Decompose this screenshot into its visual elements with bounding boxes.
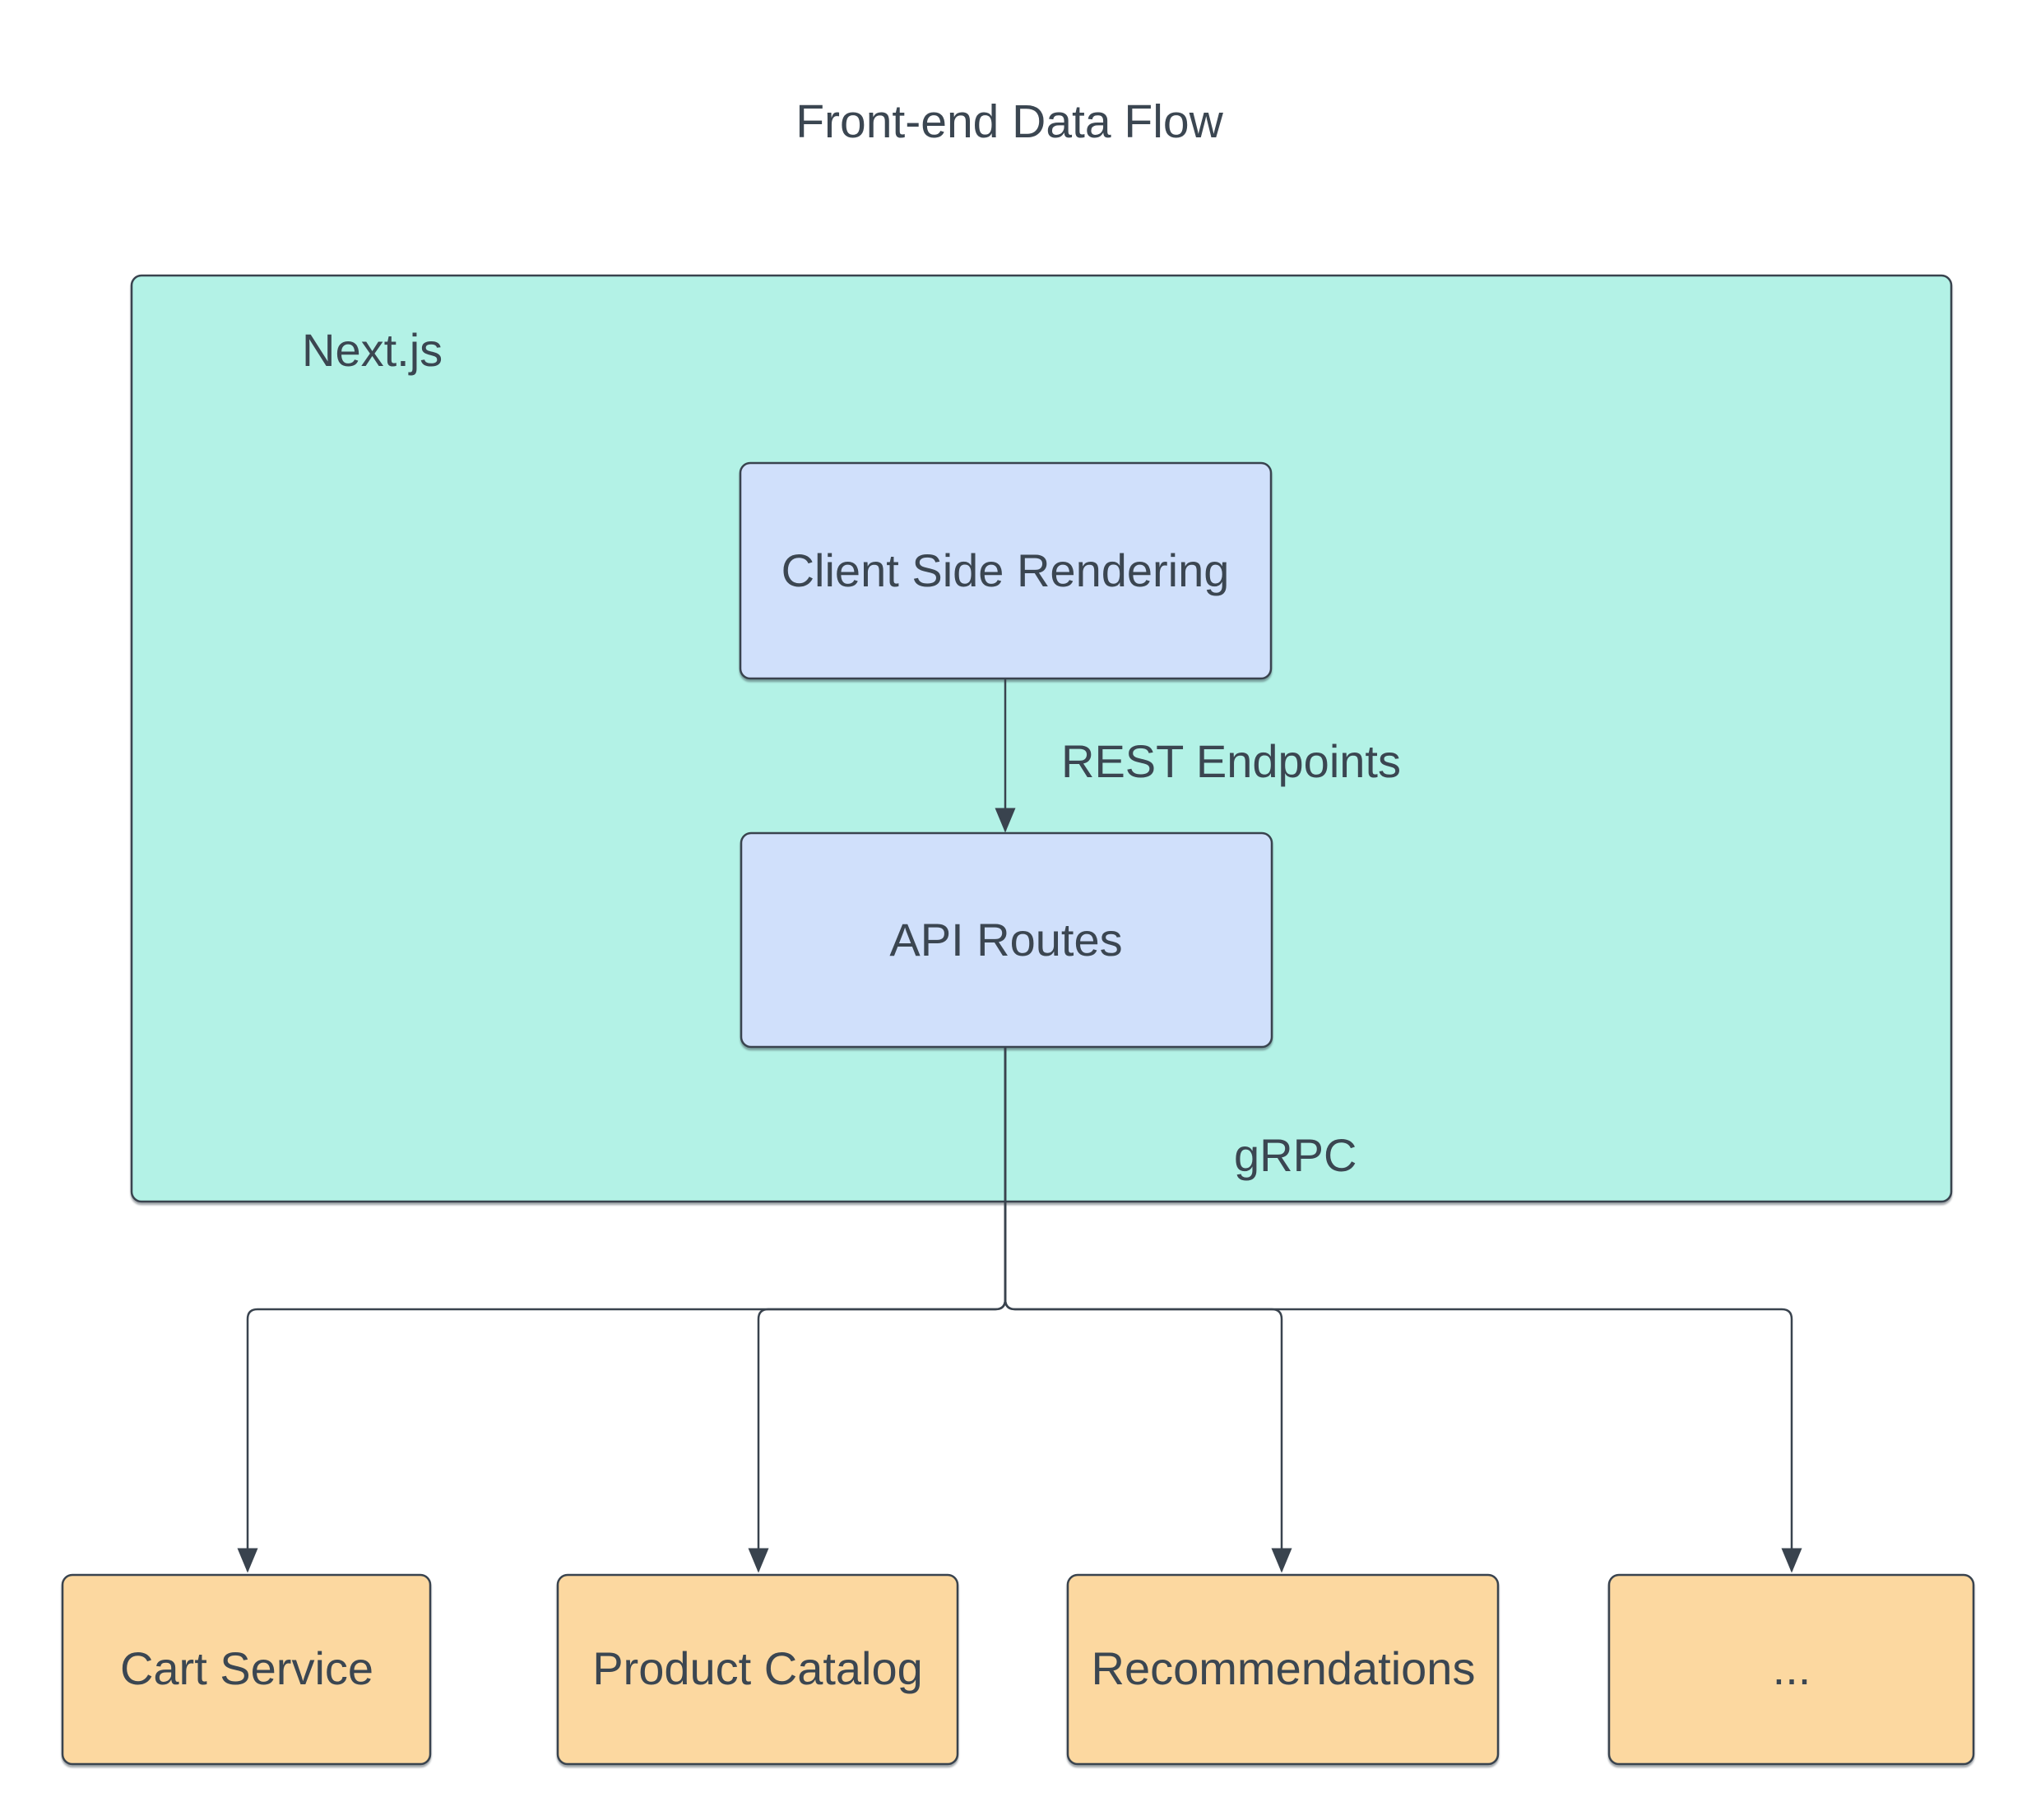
recommendations-label: Recommendations xyxy=(1092,1642,1476,1694)
node-recommendations: Recommendations xyxy=(1066,1573,1500,1766)
api-routes-box xyxy=(740,831,1273,1049)
recommendations-box xyxy=(1066,1573,1500,1766)
nextjs-container: Next.js xyxy=(130,274,1953,1203)
client-side-rendering-box xyxy=(739,461,1273,680)
nextjs-container-box xyxy=(130,274,1953,1203)
api-routes-label: API Routes xyxy=(889,914,1122,966)
cart-service-box xyxy=(61,1573,432,1766)
nextjs-container-label: Next.js xyxy=(302,324,443,376)
node-cart-service: Cart Service xyxy=(61,1573,432,1766)
product-catalog-label: Product Catalog xyxy=(592,1642,923,1694)
more-services-box xyxy=(1607,1573,1975,1766)
node-more-services: ... xyxy=(1607,1573,1975,1766)
more-services-label: ... xyxy=(1773,1642,1811,1694)
edge-api-to-more-services xyxy=(1004,1047,1802,1573)
edge-label-rest-endpoints: REST Endpoints xyxy=(1061,735,1401,787)
product-catalog-box xyxy=(556,1573,959,1766)
edge-label-grpc: gRPC xyxy=(1234,1129,1357,1181)
client-side-rendering-label: Client Side Rendering xyxy=(781,544,1230,596)
node-product-catalog: Product Catalog xyxy=(556,1573,959,1766)
edges: REST Endpoints gRPC xyxy=(237,678,1802,1573)
cart-service-label: Cart Service xyxy=(120,1642,373,1694)
node-client-side-rendering: Client Side Rendering xyxy=(739,461,1273,680)
diagram-title: Front-end Data Flow xyxy=(795,95,1223,148)
node-api-routes: API Routes xyxy=(740,831,1273,1049)
